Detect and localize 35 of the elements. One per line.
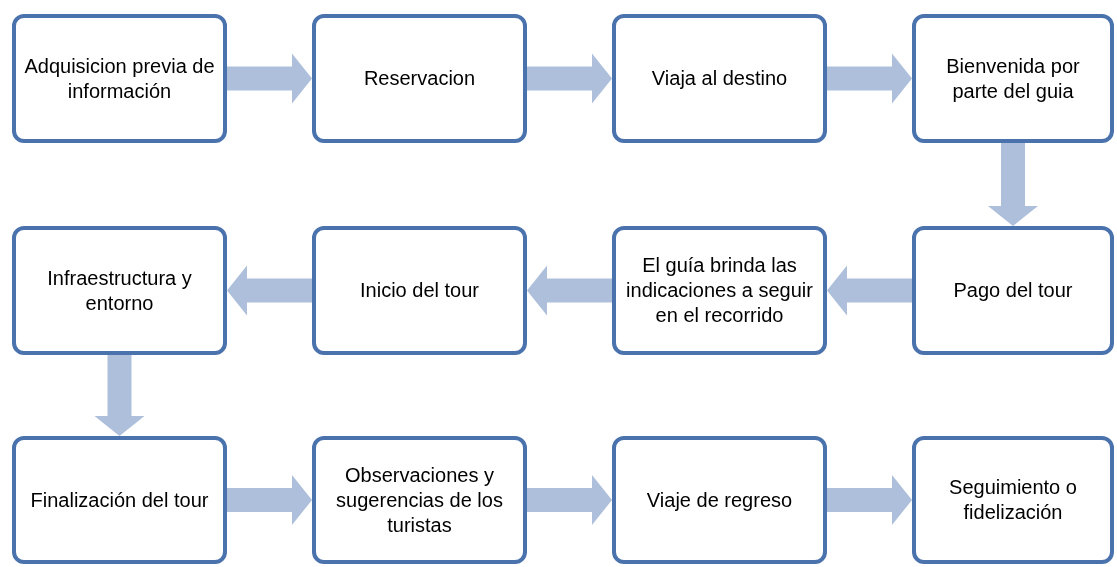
block-arrow: [527, 53, 612, 104]
process-box: [612, 226, 827, 355]
process-box: [12, 14, 227, 143]
process-box: [312, 14, 527, 143]
step-label: Bienvenida por parte del guia: [945, 53, 1081, 104]
block-arrow: [988, 143, 1038, 226]
step-label: Inicio del tour: [360, 278, 479, 303]
block-arrow: [827, 265, 912, 316]
block-arrow: [527, 475, 612, 525]
process-box: [312, 436, 527, 564]
step-label: Reservacion: [363, 66, 476, 91]
step-label: El guía brinda las indicaciones a seguir en el recorrido: [625, 253, 814, 328]
block-arrow: [227, 265, 312, 316]
step-label: Observaciones y sugerencias de los turistas: [335, 462, 504, 538]
step-label: Infraestructura y entorno: [46, 265, 193, 316]
process-box: [12, 226, 227, 355]
step-label: Viaje de regreso: [646, 487, 793, 513]
block-arrow: [827, 53, 912, 104]
process-box: [912, 14, 1114, 143]
block-arrow: [227, 53, 312, 104]
process-box: [612, 436, 827, 564]
process-box: [912, 436, 1114, 564]
step-label: Pago del tour: [953, 278, 1073, 303]
step-label: Seguimiento o fidelización: [948, 475, 1078, 525]
process-box: [312, 226, 527, 355]
step-label: Finalización del tour: [30, 487, 209, 513]
block-arrow: [227, 475, 312, 525]
process-box: [912, 226, 1114, 355]
process-box: [12, 436, 227, 564]
block-arrow: [527, 265, 612, 316]
block-arrow: [94, 355, 145, 436]
step-label: Viaja al destino: [651, 66, 788, 91]
process-box: [612, 14, 827, 143]
step-label: Adquisicion previa de información: [24, 53, 215, 104]
block-arrow: [827, 475, 912, 525]
